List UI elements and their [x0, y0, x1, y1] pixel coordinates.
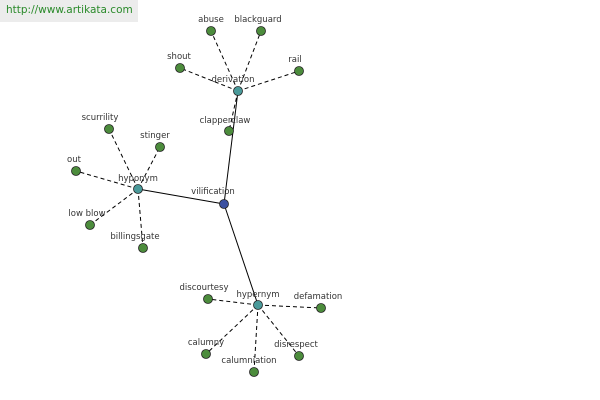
label-abuse[interactable]: abuse	[198, 15, 224, 25]
label-blackguard[interactable]: blackguard	[234, 15, 281, 25]
node-clapperclaw[interactable]	[224, 126, 234, 136]
node-derivation[interactable]	[233, 86, 243, 96]
node-calumniation[interactable]	[249, 367, 259, 377]
label-discourtesy[interactable]: discourtesy	[180, 283, 229, 293]
edges-layer	[75, 30, 322, 373]
label-clapperclaw[interactable]: clapperclaw	[200, 116, 251, 126]
node-blackguard[interactable]	[256, 26, 266, 36]
nodes-layer	[71, 26, 326, 377]
node-rail[interactable]	[294, 66, 304, 76]
node-abuse[interactable]	[206, 26, 216, 36]
label-disrespect[interactable]: disrespect	[274, 340, 318, 350]
labels-layer: vilification derivation hyponym hypernym abu…	[67, 15, 342, 366]
label-out[interactable]: out	[67, 155, 82, 165]
edge-hyponym-stinger	[137, 146, 161, 190]
node-disrespect[interactable]	[294, 351, 304, 361]
label-low-blow[interactable]: low blow	[68, 209, 105, 219]
edge-derivation-abuse	[210, 30, 239, 92]
edge-hyponym-out	[75, 170, 139, 190]
edge-hypernym-disrespect	[257, 304, 300, 357]
edge-hypernym-defamation	[257, 304, 322, 309]
edge-hypernym-calumny	[205, 304, 259, 355]
node-vilification[interactable]	[219, 199, 229, 209]
label-hyponym[interactable]: hyponym	[118, 174, 158, 184]
label-stinger[interactable]: stinger	[140, 131, 170, 141]
label-defamation[interactable]: defamation	[294, 292, 343, 302]
watermark-box: http://www.artikata.com	[0, 0, 138, 22]
watermark-url[interactable]: http://www.artikata.com	[6, 4, 133, 16]
node-defamation[interactable]	[316, 303, 326, 313]
node-stinger[interactable]	[155, 142, 165, 152]
label-derivation[interactable]: derivation	[211, 75, 254, 85]
node-shout[interactable]	[175, 63, 185, 73]
edge-derivation-rail	[237, 70, 300, 92]
node-discourtesy[interactable]	[203, 294, 213, 304]
edge-hyponym-low-blow	[89, 188, 139, 226]
label-rail[interactable]: rail	[288, 55, 301, 65]
label-calumniation[interactable]: calumniation	[221, 356, 276, 366]
label-scurrility[interactable]: scurrility	[82, 113, 119, 123]
node-low-blow[interactable]	[85, 220, 95, 230]
edge-derivation-blackguard	[237, 30, 262, 92]
node-hypernym[interactable]	[253, 300, 263, 310]
edge-vilification-hypernym	[223, 203, 259, 306]
label-vilification[interactable]: vilification	[191, 187, 235, 197]
edge-vilification-derivation	[223, 90, 239, 205]
label-billingsgate[interactable]: billingsgate	[110, 232, 159, 242]
edge-hyponym-billingsgate	[137, 188, 144, 249]
edge-derivation-shout	[179, 67, 239, 92]
edge-hypernym-discourtesy	[207, 298, 259, 306]
node-calumny[interactable]	[201, 349, 211, 359]
node-scurrility[interactable]	[104, 124, 114, 134]
label-shout[interactable]: shout	[167, 52, 191, 62]
node-billingsgate[interactable]	[138, 243, 148, 253]
label-hypernym[interactable]: hypernym	[236, 290, 279, 300]
edge-vilification-hyponym	[137, 188, 225, 205]
node-out[interactable]	[71, 166, 81, 176]
node-hyponym[interactable]	[133, 184, 143, 194]
label-calumny[interactable]: calumny	[188, 338, 224, 348]
